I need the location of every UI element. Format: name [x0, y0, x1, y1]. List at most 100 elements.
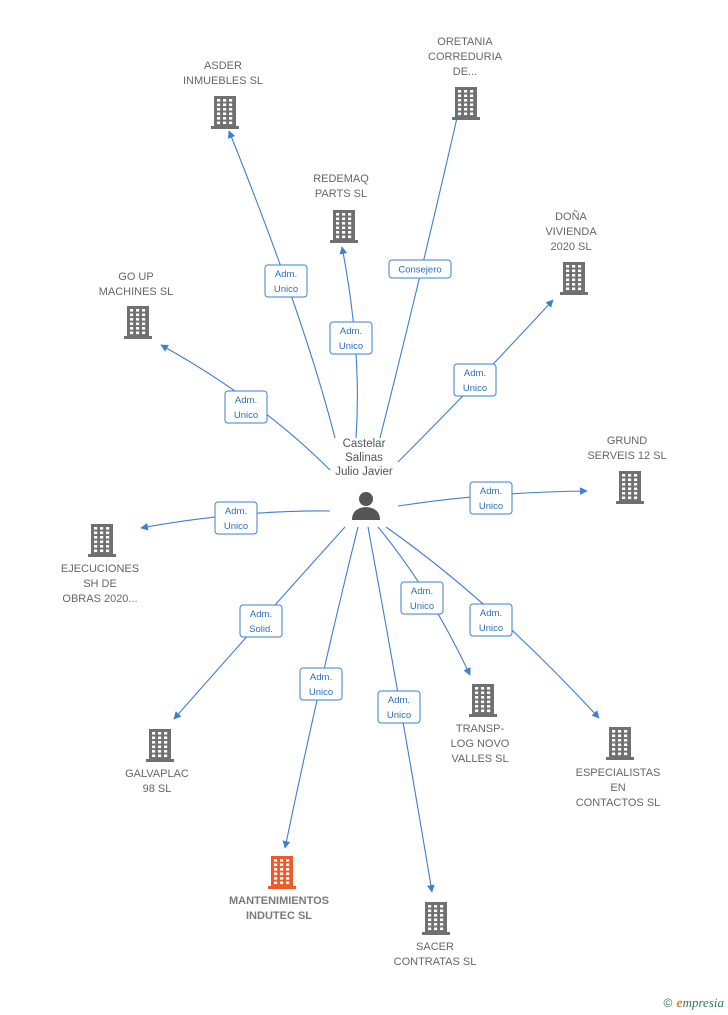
company-name-line: SH DE [83, 578, 117, 590]
copyright-symbol: © [663, 996, 673, 1010]
building-icon[interactable] [469, 684, 497, 717]
company-node-dona[interactable]: DOÑA VIVIENDA 2020 SL [545, 210, 597, 295]
edge-label-text: Solid. [249, 624, 273, 635]
brand-logo-text: mpresia [682, 995, 724, 1010]
building-icon[interactable] [211, 96, 239, 129]
company-name-line: CONTACTOS SL [576, 797, 661, 809]
building-icon[interactable] [452, 87, 480, 120]
edge-label: Adm. Unico [329, 321, 373, 355]
edge-label-text: Unico [309, 687, 333, 698]
company-name-line: GO UP [118, 271, 153, 283]
edge-label-text: Consejero [398, 265, 441, 276]
company-name-line: CORREDURIA [428, 51, 503, 63]
company-name-line: 98 SL [143, 783, 172, 795]
edge-label-text: Adm. [275, 269, 297, 280]
edge-labels-layer: Adm.UnicoConsejeroAdm.UnicoAdm.UnicoAdm.… [214, 259, 513, 724]
company-node-ejecuciones[interactable]: EJECUCIONES SH DE OBRAS 2020... [61, 524, 139, 605]
edge-label-text: Unico [387, 710, 411, 721]
brand-footer: ©empresia [664, 995, 724, 1012]
person-icon[interactable] [352, 492, 380, 520]
company-node-redemaq[interactable]: REDEMAQ PARTS SL [313, 173, 369, 243]
edge-label: Adm. Unico [224, 390, 268, 424]
edge-label-text: Adm. [340, 326, 362, 337]
center-name-line: Julio Javier [335, 466, 393, 478]
edge-asder [228, 130, 336, 439]
edge-label: Adm.Unico [214, 501, 258, 535]
company-name-line: INDUTEC SL [246, 910, 312, 922]
building-icon[interactable] [422, 902, 450, 935]
company-node-sacer[interactable]: SACER CONTRATAS SL [394, 902, 477, 968]
company-name-line: GALVAPLAC [125, 768, 189, 780]
company-name-line: CONTRATAS SL [394, 956, 477, 968]
company-name-line: ASDER [204, 60, 242, 72]
company-node-oretania[interactable]: ORETANIA CORREDURIA DE... [428, 36, 503, 120]
edge-label-text: Unico [410, 601, 434, 612]
company-name-line: SACER [416, 941, 454, 953]
edge-label: Adm. Unico [400, 581, 444, 615]
edge-label: Adm. Unico [469, 481, 513, 515]
company-name-line: SERVEIS 12 SL [587, 450, 666, 462]
edge-label: Adm. Unico [469, 603, 513, 637]
edge-label-text: Adm. [464, 368, 486, 379]
company-name-line: VALLES SL [451, 753, 508, 765]
building-icon[interactable] [560, 262, 588, 295]
building-icon[interactable] [88, 524, 116, 557]
company-name-line: 2020 SL [551, 241, 592, 253]
company-node-asder[interactable]: ASDER INMUEBLES SL [183, 60, 263, 129]
edge-label-text: Unico [234, 410, 258, 421]
building-icon[interactable] [146, 729, 174, 762]
company-name-line: ESPECIALISTAS [576, 767, 661, 779]
edge-label-text: Adm. [310, 672, 332, 683]
building-icon[interactable] [268, 856, 296, 889]
building-icon[interactable] [616, 471, 644, 504]
company-name-line: DOÑA [555, 210, 587, 223]
company-node-mantenimientos[interactable]: MANTENIMIENTOS INDUTEC SL [229, 856, 329, 922]
center-name-line: Castelar [343, 438, 386, 450]
company-name-line: LOG NOVO [451, 738, 510, 750]
company-node-especialistas[interactable]: ESPECIALISTAS EN CONTACTOS SL [576, 727, 661, 809]
edge-label-text: Unico [463, 383, 487, 394]
center-name-line: Salinas [345, 452, 383, 464]
company-name-line: TRANSP- [456, 723, 505, 735]
edge-label-text: Adm. [250, 609, 272, 620]
company-node-goup[interactable]: GO UP MACHINES SL [99, 271, 174, 339]
company-node-galvaplac[interactable]: GALVAPLAC 98 SL [125, 729, 189, 795]
company-name-line: OBRAS 2020... [62, 593, 137, 605]
building-icon[interactable] [124, 306, 152, 339]
company-name-line: MACHINES SL [99, 286, 174, 298]
edge-label: Adm. Unico [377, 690, 421, 724]
nodes-layer: ASDER INMUEBLES SL ORETANIA CORREDURIA DE...… [61, 36, 667, 968]
edge-label-text: Adm. [480, 486, 502, 497]
building-icon[interactable] [330, 210, 358, 243]
building-icon[interactable] [606, 727, 634, 760]
company-name-line: INMUEBLES SL [183, 75, 263, 87]
company-name-line: EN [610, 782, 625, 794]
edge-label-text: Unico [339, 341, 363, 352]
edge-label-text: Adm. [388, 695, 410, 706]
edge-label: Consejero [388, 259, 452, 279]
company-node-translog[interactable]: TRANSP- LOG NOVO VALLES SL [451, 684, 510, 765]
edge-label: Adm. Unico [453, 363, 497, 397]
company-name-line: EJECUCIONES [61, 563, 139, 575]
company-name-line: ORETANIA [437, 36, 493, 48]
company-name-line: REDEMAQ [313, 173, 369, 185]
edge-label-text: Unico [479, 623, 503, 634]
edge-label-text: Adm. [235, 395, 257, 406]
brand-logo-initial: e [676, 996, 683, 1011]
edge-label-text: Adm. [411, 586, 433, 597]
edge-label: Adm. Unico [264, 264, 308, 298]
company-name-line: MANTENIMIENTOS [229, 895, 329, 907]
company-node-grund[interactable]: GRUND SERVEIS 12 SL [587, 435, 667, 504]
edge-label-text: Unico [479, 501, 503, 512]
company-name-line: PARTS SL [315, 188, 367, 200]
edge-label: Adm. Solid. [239, 604, 283, 638]
company-name-line: VIVIENDA [545, 226, 597, 238]
edge-label-text: Unico [224, 521, 248, 532]
edge-label-text: Adm. [480, 608, 502, 619]
edge-label-text: Unico [274, 284, 298, 295]
company-name-line: GRUND [607, 435, 647, 447]
company-name-line: DE... [453, 66, 477, 78]
edge-label: Adm. Unico [299, 667, 343, 701]
